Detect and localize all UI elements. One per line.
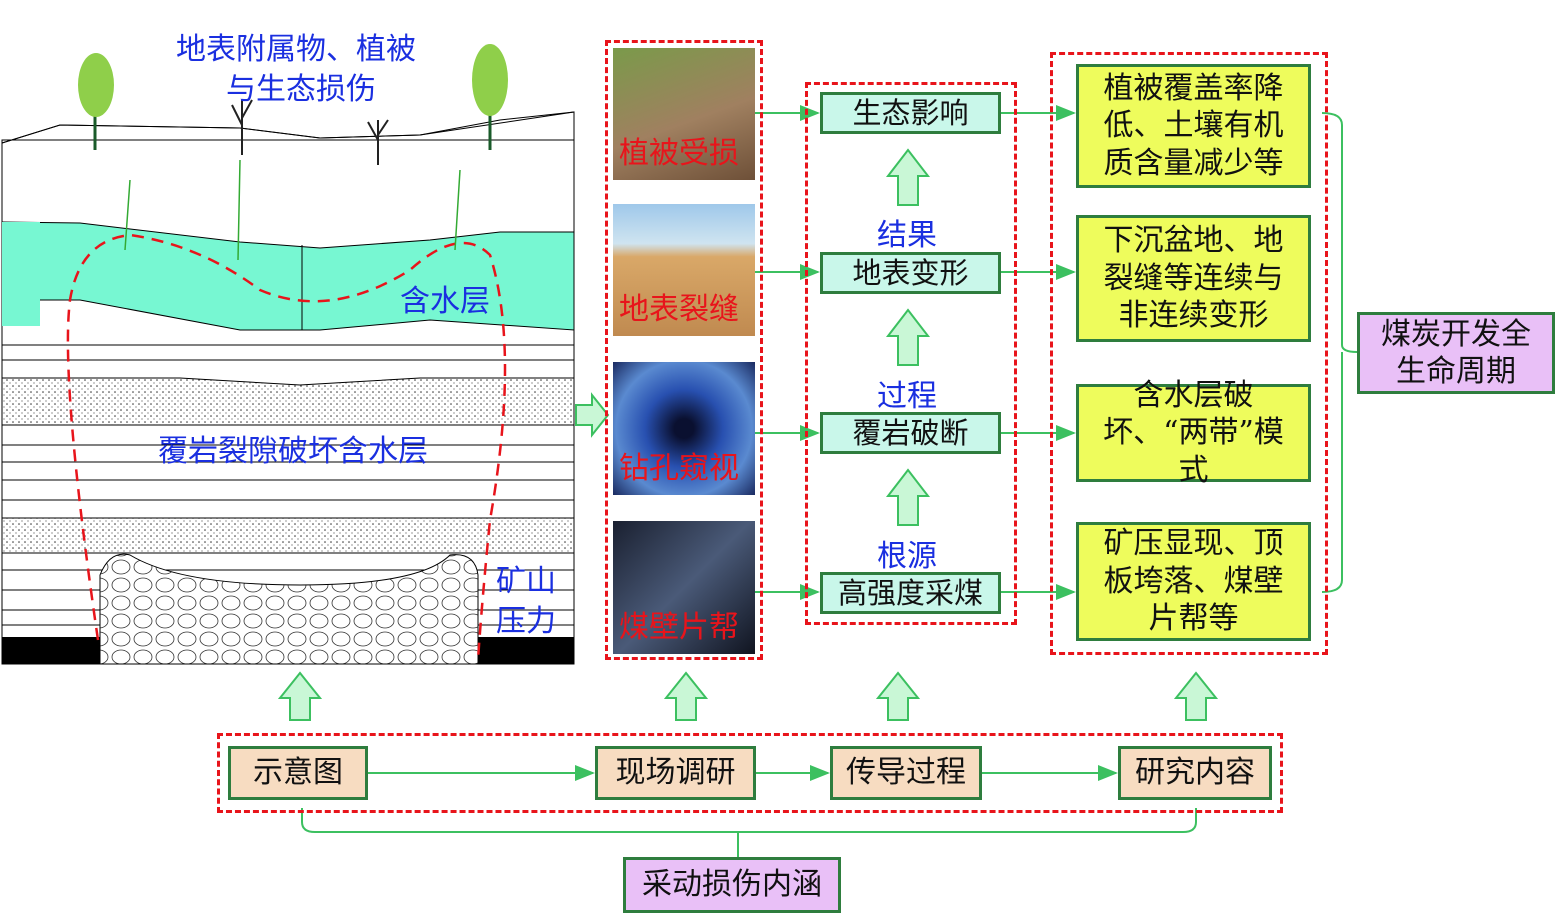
pressure-label-line2: 压力	[496, 604, 556, 639]
step-field-survey: 现场调研	[595, 746, 756, 800]
stage-label-process: 过程	[877, 379, 937, 414]
content-aquifer: 含水层破坏、“两带”模式	[1076, 378, 1311, 488]
content-rock-pressure: 矿压显现、顶板垮落、煤壁片帮等	[1076, 522, 1311, 641]
process-ecological-impact: 生态影响	[820, 92, 1001, 134]
process-overburden-fracture: 覆岩破断	[820, 412, 1001, 454]
step-transmission: 传导过程	[830, 746, 982, 800]
content-deformation: 下沉盆地、地裂缝等连续与非连续变形	[1076, 215, 1311, 342]
pressure-label: 矿山	[496, 564, 556, 599]
strata-drawing	[1, 44, 575, 665]
surface-damage-label: 地表附属物、植被	[176, 32, 416, 67]
fracture-label: 覆岩裂隙破坏含水层	[158, 434, 428, 469]
photo-ground-crack: 地表裂缝	[613, 204, 755, 336]
photo-borehole: 钻孔窥视	[613, 362, 755, 495]
stage-label-source: 根源	[877, 539, 937, 574]
photo-label: 煤壁片帮	[619, 610, 739, 645]
photo-rib-spalling: 煤壁片帮	[613, 521, 755, 654]
step-schematic: 示意图	[228, 746, 368, 800]
photo-vegetation-damage: 植被受损	[613, 48, 755, 180]
surface-damage-label-line2: 与生态损伤	[226, 72, 376, 107]
summary-box: 采动损伤内涵	[623, 857, 841, 913]
step-research-content: 研究内容	[1118, 746, 1272, 800]
field-photos-group	[605, 40, 763, 660]
process-high-intensity-mining: 高强度采煤	[820, 572, 1001, 614]
content-vegetation: 植被覆盖率降低、土壤有机质含量减少等	[1076, 64, 1311, 188]
aquifer-label: 含水层	[400, 284, 490, 319]
geology-schematic: 地表附属物、植被 与生态损伤 含水层 覆岩裂隙破坏含水层 矿山 压力	[0, 0, 600, 670]
stage-label-result: 结果	[877, 218, 937, 253]
photo-label: 植被受损	[619, 136, 739, 171]
photo-label: 地表裂缝	[619, 292, 739, 327]
process-group	[805, 82, 1017, 625]
lifecycle-box: 煤炭开发全生命周期	[1357, 312, 1555, 394]
research-content-group	[1050, 52, 1328, 655]
photo-label: 钻孔窥视	[619, 451, 739, 486]
bottom-steps-group	[217, 733, 1283, 813]
process-surface-deformation: 地表变形	[820, 252, 1001, 294]
